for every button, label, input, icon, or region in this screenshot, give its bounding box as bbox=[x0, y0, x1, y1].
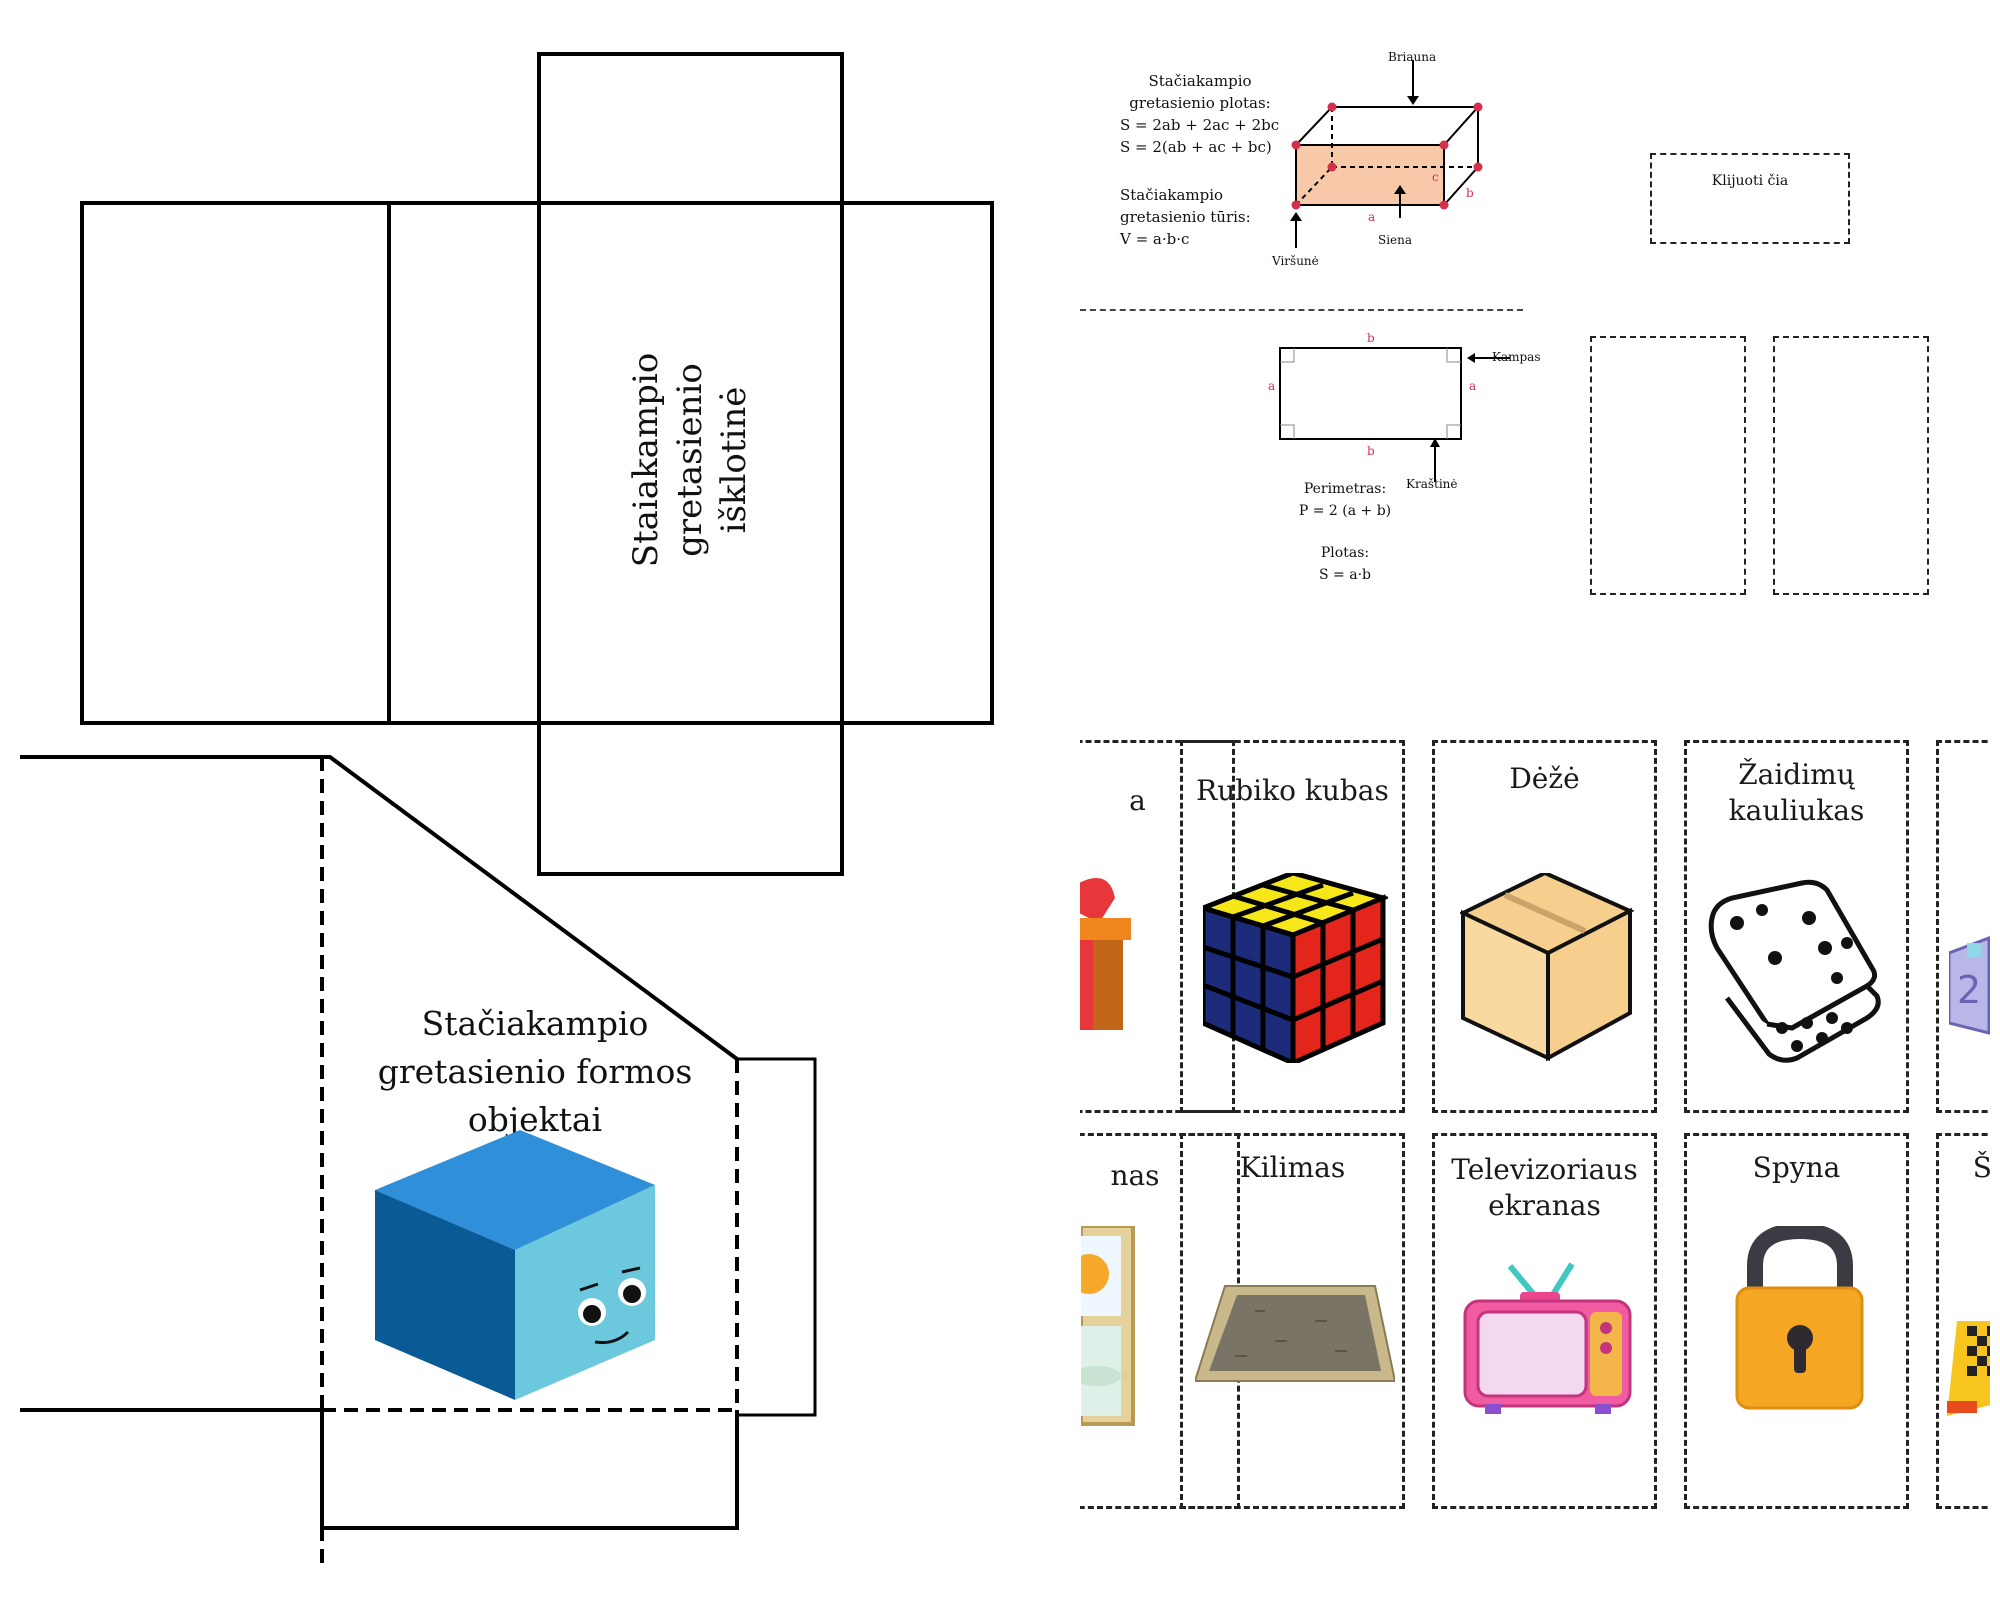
rect-b-bottom: b bbox=[1367, 444, 1375, 458]
volume-formula: V = a·b·c bbox=[1120, 230, 1190, 248]
net-label-line1: Staiakampio bbox=[626, 352, 666, 568]
dim-a-label: a bbox=[1368, 210, 1376, 224]
area-formula-1: S = 2ab + 2ac + 2bc bbox=[1120, 116, 1280, 134]
gift-box-icon bbox=[1080, 878, 1131, 1030]
net-label-line3: išklotinė bbox=[714, 386, 754, 534]
perimeter-formula: P = 2 (a + b) bbox=[1298, 503, 1392, 519]
card-dice: Žaidimų kauliukas bbox=[1684, 740, 1909, 1113]
net-side-face bbox=[387, 201, 541, 725]
window-icon bbox=[1081, 1226, 1135, 1426]
card-rubiks-cube: Rubiko kubas bbox=[1180, 740, 1405, 1113]
pocket-title-line3: objektai bbox=[467, 1100, 603, 1139]
perimeter-title: Perimetras: bbox=[1303, 481, 1387, 497]
rect-a-right: a bbox=[1469, 379, 1477, 393]
volume-formula-block: Stačiakampio gretasienio tūris: V = a·b·… bbox=[1120, 184, 1251, 250]
area-formulas: S = 2ab + 2ac + 2bc S = 2(ab + ac + bc) bbox=[1120, 114, 1279, 158]
cuboid-mascot-icon bbox=[375, 1130, 655, 1400]
area-title-2: gretasienio plotas: bbox=[1129, 94, 1271, 112]
net-left-face bbox=[80, 201, 391, 725]
card-rug: Kilimas bbox=[1180, 1133, 1405, 1509]
card-title: Šac bbox=[1972, 1151, 1990, 1184]
card-title: Televizoriaus ekranas bbox=[1451, 1153, 1638, 1222]
rect-b-top: b bbox=[1367, 331, 1375, 345]
volume-title-1: Stačiakampio bbox=[1120, 186, 1224, 204]
net-label: Staiakampio gretasienio išklotinė bbox=[560, 353, 820, 568]
object-cards-area: a Rubiko kubas Dėžė bbox=[1080, 735, 1990, 1515]
area-formula-block: Stačiakampio gretasienio plotas: bbox=[1100, 70, 1300, 114]
card-title: nas bbox=[1110, 1159, 1160, 1192]
glue-label: Klijuoti čia bbox=[1711, 173, 1789, 189]
card-title: Žaidimų kauliukas bbox=[1728, 758, 1865, 827]
net-bottom-flap bbox=[537, 721, 844, 876]
card-title: Rubiko kubas bbox=[1196, 774, 1389, 807]
rect-area-formula: S = a·b bbox=[1319, 567, 1371, 583]
blank-card-2 bbox=[1773, 336, 1929, 595]
pocket-outline bbox=[20, 755, 817, 1570]
pocket-title-line1: Stačiakampio bbox=[421, 1004, 649, 1043]
section-divider bbox=[1080, 309, 1523, 311]
corner-label: Kampas bbox=[1492, 350, 1541, 364]
card-toy-block: 2 bbox=[1936, 740, 1990, 1113]
area-formula-2: S = 2(ab + ac + bc) bbox=[1120, 138, 1272, 156]
card-chess: Šac bbox=[1936, 1133, 1990, 1509]
perimeter-block: Perimetras: P = 2 (a + b) bbox=[1290, 478, 1400, 522]
vertex-label: Viršunė bbox=[1272, 254, 1319, 268]
area-title-1: Stačiakampio bbox=[1148, 72, 1252, 90]
rubiks-cube-icon bbox=[1203, 873, 1388, 1063]
svg-text:2: 2 bbox=[1957, 968, 1981, 1012]
glue-area: Klijuoti čia bbox=[1650, 153, 1850, 244]
side-label: Kraštinė bbox=[1406, 477, 1458, 491]
rect-area-title: Plotas: bbox=[1320, 545, 1370, 561]
dice-icon bbox=[1708, 879, 1881, 1063]
edge-label: Briauna bbox=[1388, 50, 1437, 64]
blank-card-1 bbox=[1590, 336, 1746, 595]
card-title: a bbox=[1129, 784, 1146, 817]
card-title: Spyna bbox=[1752, 1151, 1841, 1184]
chessboard-icon bbox=[1947, 1321, 1990, 1416]
net-label-line2: gretasienio bbox=[670, 363, 710, 557]
dim-c-label: c bbox=[1432, 170, 1439, 184]
net-right-face bbox=[840, 201, 994, 725]
toy-block-icon: 2 bbox=[1949, 936, 1990, 1035]
face-label: Siena bbox=[1378, 233, 1413, 247]
rug-icon bbox=[1195, 1285, 1395, 1382]
net-top-flap bbox=[537, 52, 844, 205]
rectangle-diagram bbox=[1279, 347, 1462, 440]
pocket-title: Stačiakampio gretasienio formos objektai bbox=[340, 1000, 730, 1144]
rect-a-left: a bbox=[1268, 379, 1276, 393]
card-title: Kilimas bbox=[1239, 1151, 1346, 1184]
rect-area-block: Plotas: S = a·b bbox=[1290, 542, 1400, 586]
cardboard-box-icon bbox=[1460, 873, 1635, 1062]
dim-b-label: b bbox=[1466, 186, 1474, 200]
card-window: nas bbox=[1080, 1133, 1240, 1509]
corner-arrow-icon bbox=[1467, 353, 1510, 363]
volume-title-2: gretasienio tūris: bbox=[1120, 208, 1251, 226]
padlock-icon bbox=[1735, 1226, 1864, 1410]
card-tv: Televizoriaus ekranas bbox=[1432, 1133, 1657, 1509]
pocket-title-line2: gretasienio formos bbox=[377, 1052, 693, 1091]
tv-icon bbox=[1463, 1262, 1632, 1414]
card-title: Dėžė bbox=[1509, 762, 1580, 795]
card-box: Dėžė bbox=[1432, 740, 1657, 1113]
card-padlock: Spyna bbox=[1684, 1133, 1909, 1509]
side-arrow-icon bbox=[1430, 438, 1440, 482]
cuboid-diagram bbox=[1290, 60, 1483, 248]
